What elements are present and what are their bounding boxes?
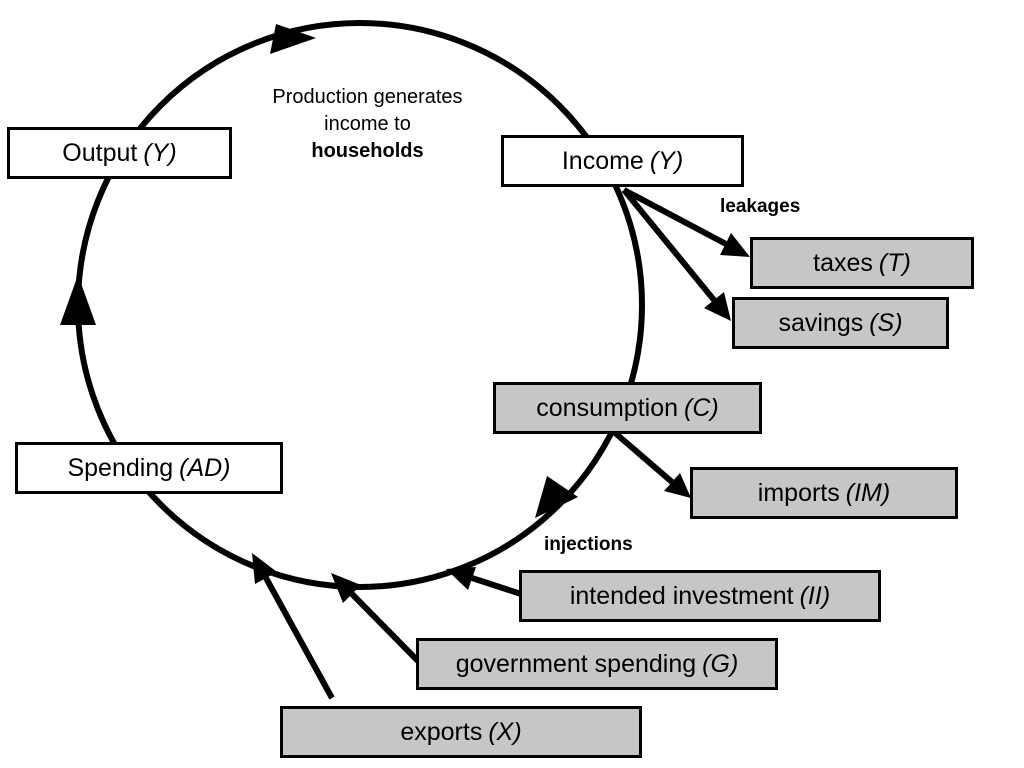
output-label: Output: [62, 138, 138, 167]
exports-label: exports: [400, 717, 483, 746]
production-note-line-2: income to: [324, 113, 411, 135]
exports-box: exports(X): [280, 706, 642, 758]
spending-label: Spending: [67, 453, 174, 482]
arrow-income-to-savings: [621, 188, 717, 302]
taxes-box: taxes(T): [750, 237, 974, 289]
savings-box: savings(S): [732, 297, 949, 349]
arrowhead-taxes: [720, 233, 750, 257]
arrowhead-investment: [446, 567, 476, 590]
government-spending-box: government spending(G): [416, 638, 778, 690]
imports-label: imports: [757, 478, 840, 507]
production-note-line-3: households: [311, 140, 424, 162]
intended-investment-label: intended investment: [569, 581, 794, 610]
income-symbol: (Y): [649, 146, 684, 175]
arrow-government-into-flow: [349, 591, 421, 664]
taxes-label: taxes: [813, 248, 873, 277]
arrowhead-top: [270, 24, 316, 54]
spending-symbol: (AD): [179, 453, 231, 482]
spending-box: Spending(AD): [15, 442, 283, 494]
arrowhead-lower-right: [535, 476, 578, 518]
savings-symbol: (S): [869, 308, 903, 337]
government-spending-label: government spending: [455, 649, 697, 678]
income-label: Income: [561, 146, 644, 175]
arrowhead-government: [331, 573, 361, 603]
arrowhead-savings: [704, 292, 731, 321]
government-spending-symbol: (G): [702, 649, 739, 678]
production-note: Production generates income to household…: [245, 84, 490, 165]
income-box: Income(Y): [501, 135, 744, 187]
imports-box: imports(IM): [690, 467, 958, 519]
injections-label: injections: [544, 534, 633, 555]
arrowhead-exports: [252, 553, 277, 584]
savings-label: savings: [778, 308, 864, 337]
consumption-symbol: (C): [684, 393, 719, 422]
intended-investment-box: intended investment(II): [519, 570, 881, 622]
exports-symbol: (X): [488, 717, 522, 746]
imports-symbol: (IM): [845, 478, 891, 507]
arrow-consumption-to-imports: [612, 429, 674, 485]
arrowhead-imports: [664, 473, 691, 498]
arrow-exports-into-flow: [263, 576, 335, 700]
intended-investment-symbol: (II): [799, 581, 831, 610]
consumption-label: consumption: [536, 393, 679, 422]
consumption-box: consumption(C): [493, 382, 762, 434]
arrow-investment-into-flow: [471, 575, 522, 597]
output-box: Output(Y): [7, 127, 232, 179]
production-note-line-1: Production generates: [272, 86, 463, 108]
leakages-label: leakages: [720, 196, 801, 217]
taxes-symbol: (T): [878, 248, 911, 277]
arrow-income-to-taxes: [622, 187, 728, 247]
arrowhead-left: [60, 275, 96, 325]
output-symbol: (Y): [143, 138, 177, 167]
